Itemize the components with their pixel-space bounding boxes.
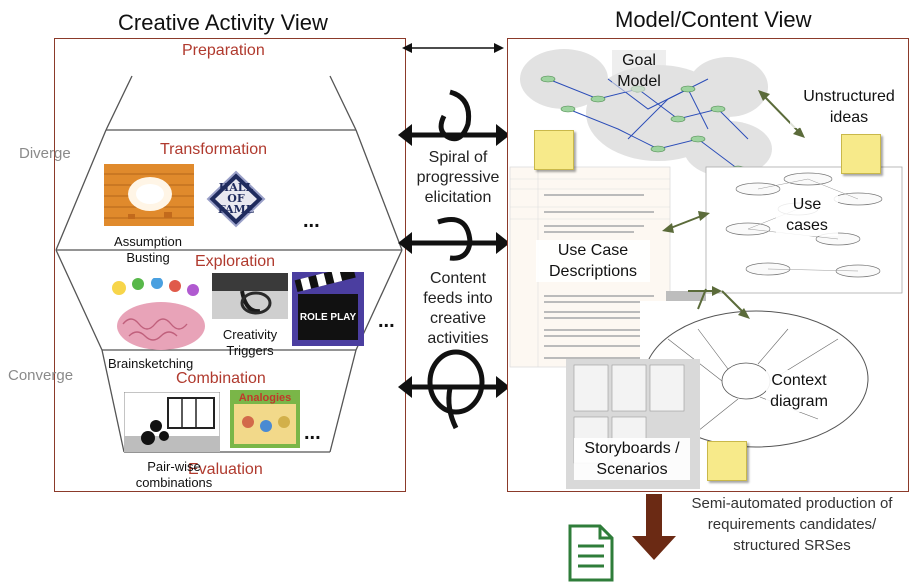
brainsketching-image [112,278,205,350]
pairwise-label: Pair-wise combinations [135,459,213,490]
phase-converge: Converge [8,367,74,384]
creative-activity-title: Creative Activity View [118,10,328,35]
spiral-label: Spiral of progressive elicitation [414,148,502,208]
output-area [568,494,676,582]
ellipsis-combination: ... [304,422,321,444]
stage-transformation: Transformation [160,141,267,158]
brainsketching-label: Brainsketching [108,356,194,371]
use-cases-label: Use cases [776,194,838,236]
creativity-triggers-label: Creativity Triggers [222,327,278,358]
phase-diverge: Diverge [19,145,71,162]
hall-of-fame-image [206,170,266,228]
unstructured-ideas-label: Unstructured ideas [790,86,908,128]
analogies-text: Analogies [238,392,292,404]
goal-model-label: Goal Model [612,50,666,92]
hall-of-fame-text: HALL OF FAME [217,181,255,216]
sticky-note-context [707,441,747,481]
model-content-title: Model/Content View [615,7,812,32]
role-play-text: ROLE PLAY [299,312,357,323]
sticky-note-goal [534,130,574,170]
analogies-image [230,390,300,448]
content-feeds-label: Content feeds into creative activities [414,269,502,349]
use-case-descriptions-label: Use Case Descriptions [536,240,650,282]
pairwise-image [124,392,220,452]
assumption-busting-image [104,164,194,226]
stage-preparation: Preparation [182,42,265,59]
stage-evaluation: Evaluation [188,461,263,478]
creativity-triggers-image [212,273,288,319]
sticky-note-ideas [841,134,881,174]
stage-combination: Combination [176,370,266,387]
assumption-busting-label: Assumption Busting [114,234,182,265]
ellipsis-transformation: ... [303,210,320,232]
storyboards-label: Storyboards / Scenarios [574,438,690,480]
document-icon [568,524,614,582]
stage-exploration: Exploration [195,253,276,270]
middle-arrows [398,43,510,430]
ellipsis-exploration: ... [378,310,395,332]
output-description: Semi-automated production of requirement… [691,495,893,554]
context-diagram-label: Context diagram [766,370,832,412]
role-play-image [292,272,364,346]
